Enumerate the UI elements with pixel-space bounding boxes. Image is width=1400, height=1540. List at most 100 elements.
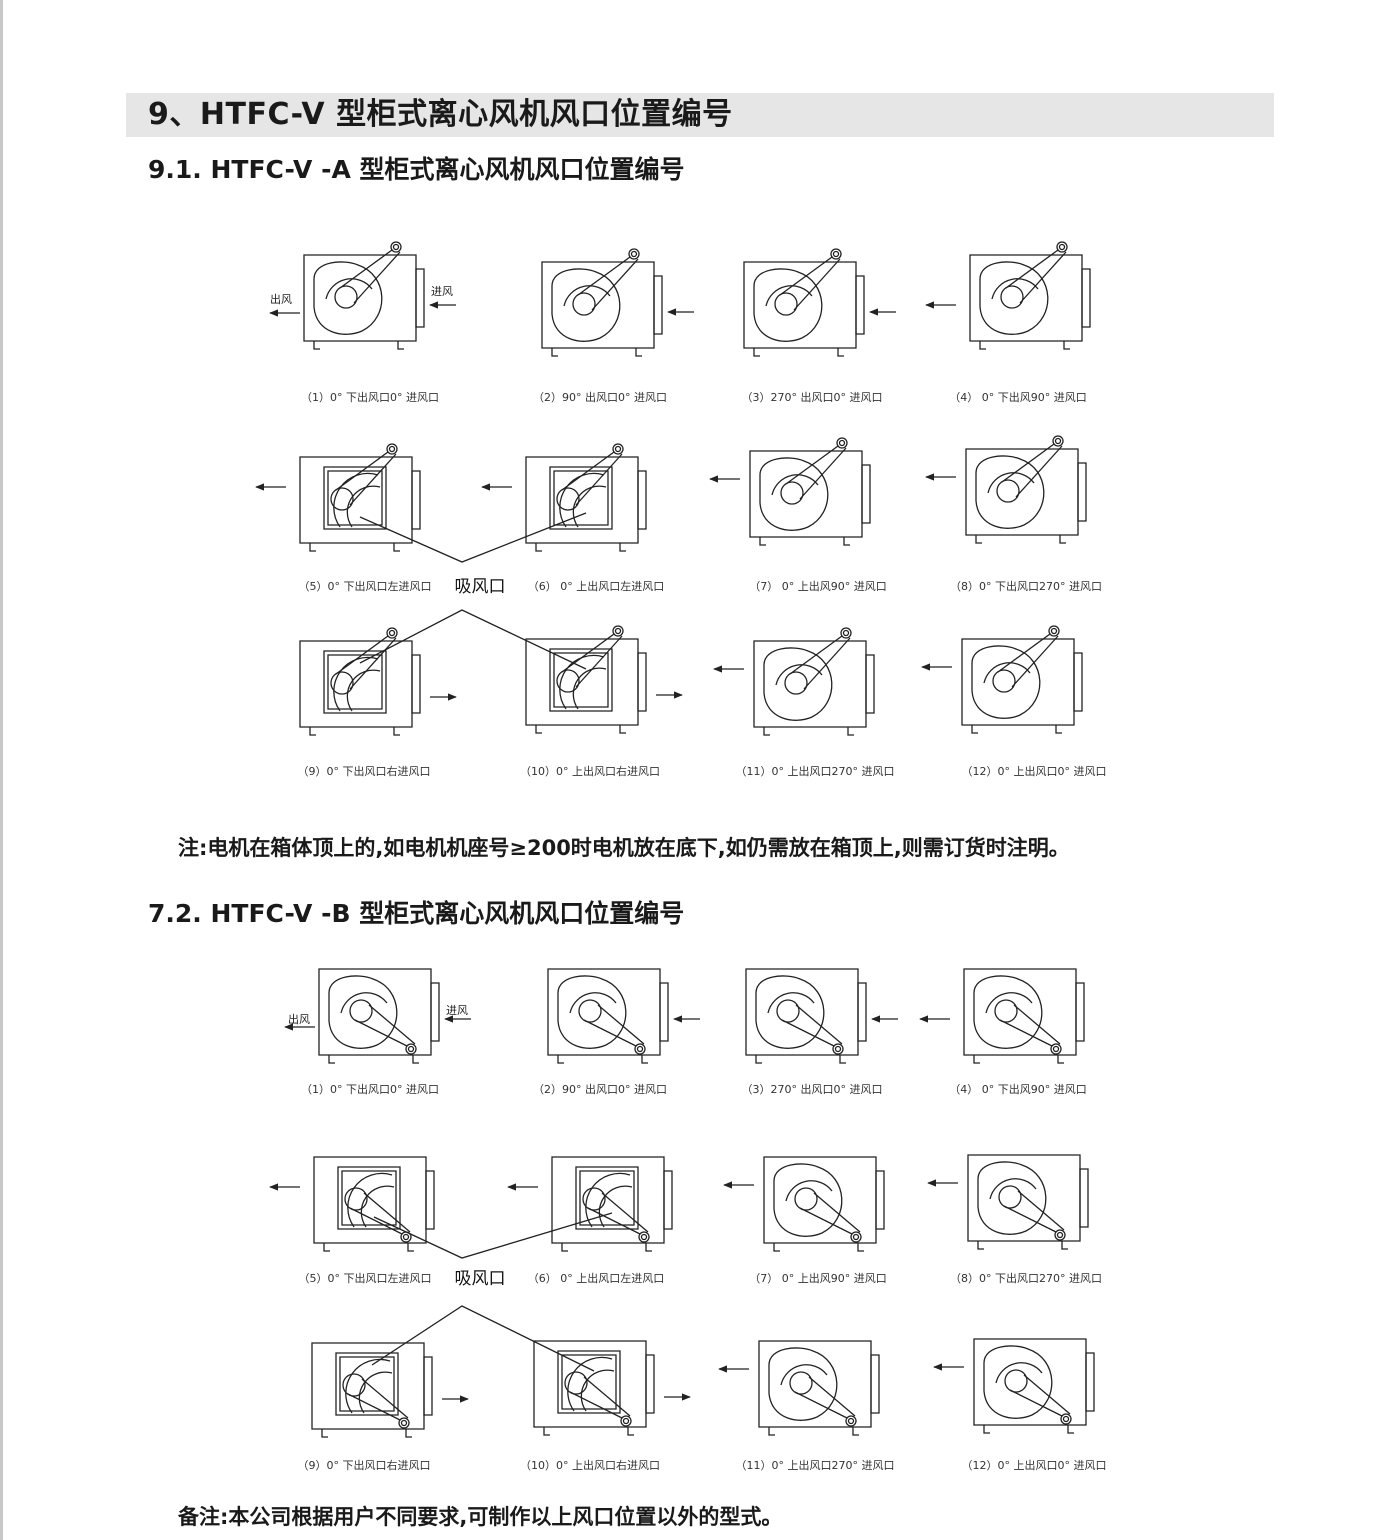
fig-b-4-motor-pulley (1051, 1044, 1061, 1054)
fig-b-10-motor-pulley (621, 1416, 631, 1426)
fig-a-7-impeller-hub (781, 482, 803, 504)
fig-a-12-belt-2 (1012, 636, 1058, 687)
fig-a-11-feet (764, 727, 854, 735)
fig-b-9-vane-2 (359, 1372, 392, 1413)
fig-b-4-flange (1076, 983, 1084, 1041)
fig-b-8-volute-inner (990, 1179, 1036, 1199)
fig-b-9-impeller-hub (343, 1374, 365, 1396)
fig-b-5-suction-frame (338, 1167, 400, 1229)
fig-a-11-volute-inner (776, 665, 822, 685)
fig-a-10-suction-frame-inner (554, 653, 608, 707)
fig-b-5-feet (324, 1243, 414, 1251)
fig-b-9-casing (312, 1343, 424, 1429)
fig-a-6-suction-frame (550, 467, 612, 529)
fig-b-4-casing (964, 969, 1076, 1055)
fig-b-8-feet (978, 1241, 1068, 1249)
fig-b-caption-12: （12）0° 上出风口0° 进风口 (961, 1459, 1107, 1472)
fig-a-3-volute (754, 269, 822, 341)
fig-b-6-motor-pulley (639, 1232, 649, 1242)
fig-a-2-belt-1 (578, 257, 630, 295)
fig-a-4-casing (970, 255, 1082, 341)
main-heading: 9、HTFC-V 型柜式离心风机风口位置编号 (126, 93, 1274, 137)
fig-a-5-motor-pulley (387, 444, 397, 454)
fig-a-6-flange (638, 471, 646, 529)
fig-b-caption-6: （6） 0° 上出风口左进风口 (527, 1272, 665, 1285)
fig-a-9-impeller-hub (331, 672, 353, 694)
fig-a-2-impeller-hub (573, 293, 595, 315)
fig-b-8-casing (968, 1155, 1080, 1241)
fig-a-2-belt-2 (592, 259, 638, 310)
fig-a-1-casing (304, 255, 416, 341)
fig-b-2-motor-pulley-inner (638, 1047, 643, 1052)
fig-a-2-motor-pulley-inner (632, 252, 637, 257)
section-a-title: 9.1. HTFC-V -A 型柜式离心风机风口位置编号 (148, 155, 685, 184)
fig-a-5-belt-2 (350, 454, 396, 505)
fig-b-7-casing (764, 1157, 876, 1243)
fig-a-suction-leader-top (360, 513, 586, 562)
fig-b-3-motor-pulley (833, 1044, 843, 1054)
fig-a-2-casing (542, 262, 654, 348)
fig-b-9-flange (424, 1357, 432, 1415)
fig-b-1-volute-inner (341, 993, 387, 1013)
fig-a-12-feet (972, 725, 1062, 733)
fig-b-2-casing (548, 969, 660, 1055)
fig-a-9-suction-frame-inner (328, 655, 382, 709)
fig-b-11-volute-inner (781, 1365, 827, 1385)
fig-a-6-motor-pulley (613, 444, 623, 454)
fig-b-4-impeller-hub (995, 1000, 1017, 1022)
fig-b-11-motor-pulley-inner (849, 1419, 854, 1424)
fig-a-4-motor-pulley-inner (1060, 245, 1065, 250)
fig-a-4-motor-pulley (1057, 242, 1067, 252)
fig-b-3-volute (756, 976, 824, 1048)
fig-a-12-flange (1074, 653, 1082, 711)
fig-b-6-vane-2 (599, 1186, 632, 1227)
fig-a-8-belt-2 (1016, 446, 1062, 497)
fig-b-9-suction-frame-inner (340, 1357, 394, 1411)
fig-b-10-vane-1 (568, 1357, 612, 1411)
fig-b-inlet-tag: 进风 (446, 1004, 468, 1017)
fig-a-3-volute-inner (766, 286, 812, 306)
fig-a-caption-1: （1）0° 下出风口0° 进风口 (301, 391, 439, 404)
fig-b-caption-9: （9）0° 下出风口右进风口 (297, 1459, 431, 1472)
fig-a-1-motor-pulley (391, 242, 401, 252)
fig-a-8-motor-pulley-inner (1056, 439, 1061, 444)
fig-a-outlet-tag: 出风 (270, 293, 292, 306)
fig-a-10-casing (526, 639, 638, 725)
fig-b-outlet-tag: 出风 (288, 1013, 310, 1026)
fig-a-2-volute (552, 269, 620, 341)
fig-b-8-belt-2 (1018, 1191, 1064, 1230)
fig-a-3-feet (754, 348, 844, 356)
fig-b-12-impeller-hub (1005, 1370, 1027, 1392)
fig-b-10-belt-2 (584, 1377, 630, 1416)
fig-b-9-motor-pulley-inner (402, 1421, 407, 1426)
fig-a-11-belt-1 (790, 636, 842, 674)
fig-b-8-flange (1080, 1169, 1088, 1227)
fig-a-3-casing (744, 262, 856, 348)
section-a-note: 注:电机在箱体顶上的,如电机机座号≥200时电机放在底下,如仍需放在箱顶上,则需… (178, 836, 1070, 860)
fig-b-suction-label: 吸风口 (454, 1269, 506, 1289)
fig-a-8-feet (976, 535, 1066, 543)
fig-a-9-vane-2 (347, 670, 380, 711)
fig-b-6-motor-pulley-inner (642, 1235, 647, 1240)
fig-b-6-impeller-hub (583, 1188, 605, 1210)
fig-b-11-volute (769, 1348, 837, 1420)
fig-b-caption-11: （11）0° 上出风口270° 进风口 (735, 1459, 895, 1472)
fig-a-10-belt-1 (562, 634, 614, 672)
fig-b-10-suction-frame (558, 1351, 620, 1413)
fig-b-10-feet (544, 1427, 634, 1435)
fig-b-2-volute (558, 976, 626, 1048)
fig-b-2-flange (660, 983, 668, 1041)
fig-a-12-volute-inner (984, 663, 1030, 683)
fig-b-3-belt-1 (782, 1020, 834, 1046)
fig-a-9-flange (412, 655, 420, 713)
fig-b-1-impeller-hub (350, 1000, 372, 1022)
fig-b-1-volute (329, 976, 397, 1048)
fig-a-9-casing (300, 641, 412, 727)
fig-b-9-suction-frame (336, 1353, 398, 1415)
fig-b-12-casing (974, 1339, 1086, 1425)
fig-a-caption-7: （7） 0° 上出风90° 进风口 (749, 580, 887, 593)
fig-b-6-belt-1 (588, 1208, 640, 1234)
fig-b-8-motor-pulley-inner (1058, 1233, 1063, 1238)
fig-a-2-feet (552, 348, 642, 356)
fig-b-10-suction-frame-inner (562, 1355, 616, 1409)
